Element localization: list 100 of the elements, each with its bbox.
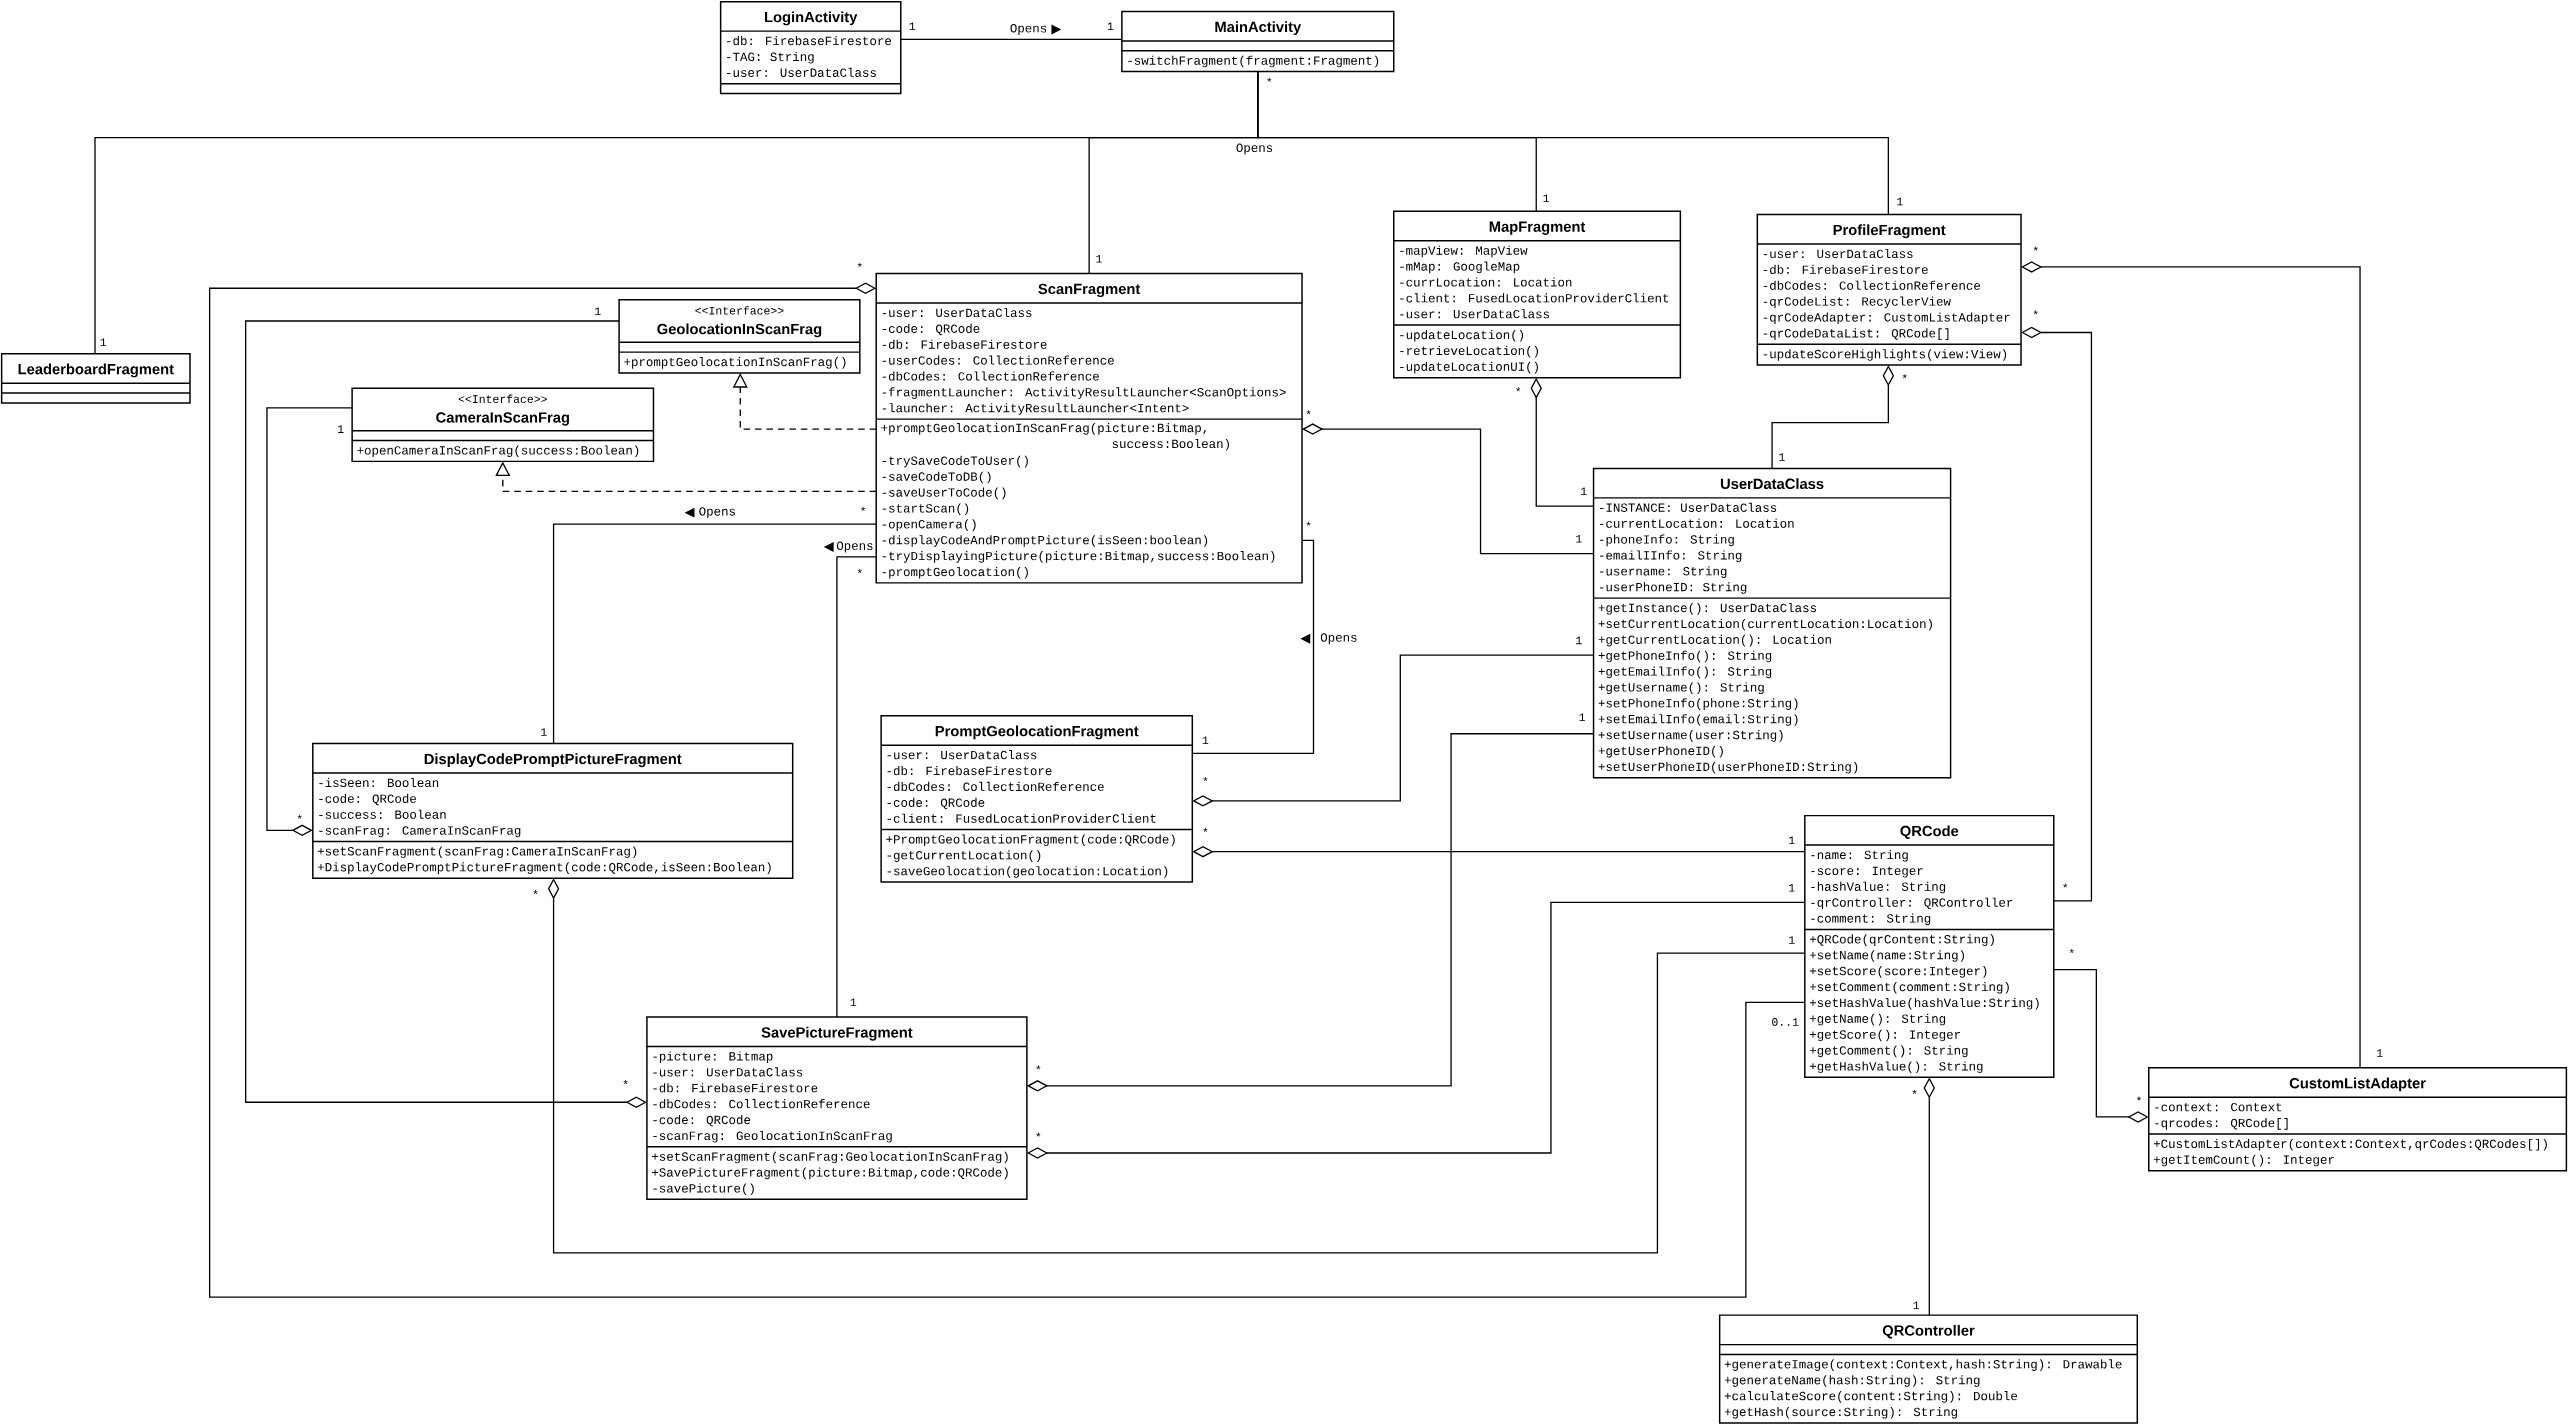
association-line	[1257, 70, 1889, 215]
attribute-text: -user: UserDataClass	[1763, 248, 1913, 258]
association-line	[900, 38, 1123, 40]
method-text: +setPhoneInfo(phone:String)	[1598, 698, 1798, 710]
method-text: +generateName(hash:String): String	[1724, 1375, 1980, 1387]
method-text: +getHashValue(): String	[1809, 1061, 1983, 1073]
attribute-text: -name: String	[1811, 849, 1908, 862]
method-text: -updateScoreHighlights(view:View)	[1763, 348, 2007, 361]
dashed-arrow	[495, 461, 877, 492]
attribute-text: -client: FusedLocationProviderClient	[1400, 293, 1669, 303]
stereotype-label: <<Interface>>	[458, 394, 547, 403]
class-name: SavePictureFragment	[761, 1026, 913, 1041]
multiplicity-label: 1	[1107, 22, 1114, 30]
class-box	[1718, 1314, 2139, 1424]
method-text: -trySaveCodeToUser()	[882, 455, 1028, 468]
attribute-text: -isSeen: Boolean	[319, 777, 439, 787]
method-text: -switchFragment(fragment:Fragment)	[1128, 55, 1379, 68]
attribute-text: -db: FirebaseFirestore	[1763, 264, 1928, 274]
multiplicity-label: 1	[1789, 936, 1795, 944]
multiplicity-label: *	[1203, 776, 1208, 781]
attribute-text: -hashValue: String	[1811, 881, 1946, 894]
attribute-text: -scanFrag: CameraInScanFrag	[319, 826, 521, 837]
attribute-text: -code: QRCode	[882, 323, 980, 335]
class-name: CustomListAdapter	[2289, 1077, 2426, 1092]
class-box	[875, 272, 1303, 584]
class-box	[880, 714, 1194, 883]
method-text: +getName(): String	[1809, 1013, 1946, 1026]
multiplicity-label: *	[857, 262, 862, 267]
method-text: +getComment(): String	[1809, 1045, 1968, 1057]
multiplicity-label: *	[857, 568, 862, 573]
attribute-text: -qrcodes: QRCode[]	[2155, 1117, 2288, 1130]
method-text: -saveGeolocation(geolocation:Location)	[887, 866, 1168, 878]
method-text: -savePicture()	[653, 1183, 754, 1195]
method-text: -retrieveLocation()	[1400, 345, 1538, 358]
method-text: +setCurrentLocation(currentLocation:Location)	[1598, 618, 1932, 631]
method-text: +setComment(comment:String)	[1809, 981, 2009, 994]
multiplicity-label: 1	[1913, 1301, 1920, 1309]
method-text: -tryDisplayingPicture(picture:Bitmap,success:Boolean)	[882, 550, 1275, 563]
class-name: UserDataClass	[1720, 477, 1824, 489]
class-box	[312, 742, 794, 879]
attribute-text: -context: Context	[2155, 1102, 2282, 1112]
method-text: +DisplayCodePromptPictureFragment(code:QRCode,isSeen:Boolean)	[317, 862, 771, 874]
multiplicity-label: 1	[541, 728, 547, 736]
method-text: +PromptGeolocationFragment(code:QRCode)	[886, 834, 1175, 846]
stereotype-label: <<Interface>>	[695, 305, 784, 315]
multiplicity-label: 1	[1576, 636, 1582, 644]
method-text: +promptGeolocationInScanFrag(picture:Bitmap, success:Boolean)	[881, 422, 1229, 451]
multiplicity-label: 1	[1897, 197, 1903, 205]
attribute-text: -TAG: String	[727, 51, 814, 64]
multiplicity-label: *	[2033, 246, 2038, 251]
method-text: +getInstance(): UserDataClass	[1598, 602, 1816, 615]
class-box	[618, 298, 861, 374]
attribute-text: -qrController: QRController	[1811, 897, 2013, 910]
multiplicity-label: 1	[1779, 452, 1785, 461]
attribute-text: -username: String	[1600, 566, 1727, 578]
attribute-text: -INSTANCE: UserDataClass	[1600, 502, 1777, 512]
method-text: -updateLocationUI()	[1400, 361, 1538, 374]
attribute-text: -currLocation: Location	[1400, 277, 1572, 287]
method-text: +setName(name:String)	[1809, 950, 1964, 962]
method-text: +CustomListAdapter(context:Context,qrCodes:QRCodes[])	[2153, 1138, 2547, 1151]
method-text: +getUserPhoneID()	[1598, 745, 1723, 758]
attribute-text: -client: FusedLocationProviderClient	[887, 813, 1156, 823]
class-name: ProfileFragment	[1833, 224, 1946, 238]
attribute-text: -userCodes: CollectionReference	[882, 355, 1114, 365]
multiplicity-label: 1	[1543, 194, 1549, 202]
attribute-text: -picture: Bitmap	[653, 1051, 773, 1063]
method-text: +getCurrentLocation(): Location	[1598, 634, 1831, 647]
edge-label: Opens	[1234, 142, 1275, 156]
multiplicity-label: 1	[1789, 883, 1795, 892]
association-line	[836, 555, 877, 1018]
attribute-text: -db: FirebaseFirestore	[882, 339, 1047, 349]
method-text: -displayCodeAndPromptPicture(isSeen:boolean)	[882, 535, 1208, 547]
aggregation-line	[2021, 326, 2093, 902]
attribute-text: -db: FirebaseFirestore	[887, 765, 1052, 775]
class-box	[0, 352, 191, 404]
multiplicity-label: *	[623, 1079, 628, 1084]
method-text: -updateLocation()	[1400, 329, 1524, 342]
attribute-text: -userPhoneID: String	[1600, 582, 1747, 594]
multiplicity-label: *	[861, 506, 866, 511]
multiplicity-label: *	[1912, 1089, 1917, 1094]
multiplicity-label: 1	[850, 998, 857, 1006]
multiplicity-label: *	[533, 889, 538, 894]
multiplicity-label: 1	[1576, 534, 1582, 543]
class-name: LoginActivity	[765, 11, 858, 25]
method-text: +setScanFragment(scanFrag:GeolocationInScanFrag)	[652, 1151, 1008, 1164]
edge-label: Opens	[1319, 632, 1359, 645]
attribute-text: -success: Boolean	[319, 809, 446, 819]
method-text: +setEmailInfo(email:String)	[1598, 714, 1798, 726]
attribute-text: -scanFrag: GeolocationInScanFrag	[653, 1130, 892, 1143]
method-text: +QRCode(qrContent:String)	[1809, 934, 1994, 946]
attribute-text: -emailIInfo: String	[1600, 550, 1742, 562]
method-text: +setScore(score:Integer)	[1809, 965, 1987, 978]
edge-label: Opens	[1008, 22, 1049, 36]
class-name: GeolocationInScanFrag	[657, 323, 822, 337]
class-box	[646, 1016, 1028, 1200]
class-name: CameraInScanFrag	[436, 412, 569, 426]
class-name: QRController	[1882, 1324, 1975, 1339]
class-box	[2148, 1066, 2568, 1172]
method-text: +setUserPhoneID(userPhoneID:String)	[1598, 761, 1858, 774]
aggregation-line	[266, 406, 353, 836]
